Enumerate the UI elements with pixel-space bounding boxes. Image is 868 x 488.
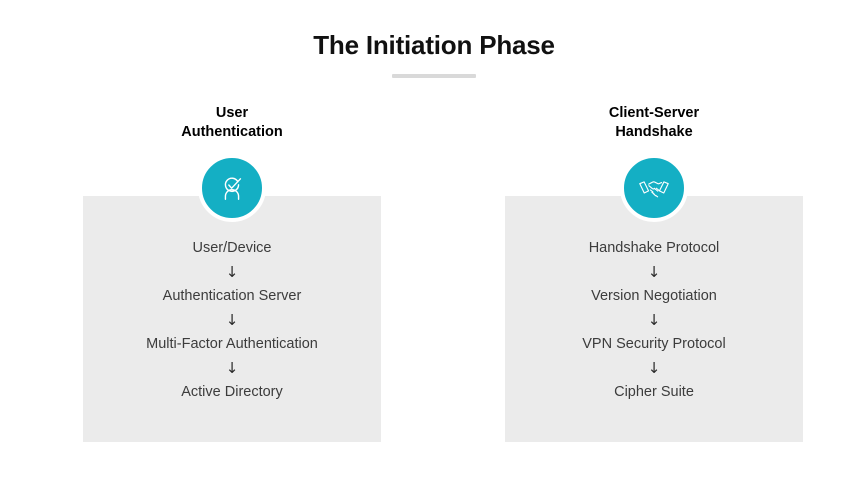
flow-step: Handshake Protocol <box>588 240 720 256</box>
down-arrow-icon: ↓ <box>647 263 661 281</box>
icon-circle-user-authentication <box>198 154 266 222</box>
column-heading-user-authentication: User Authentication <box>83 104 381 146</box>
user-check-icon <box>217 173 247 203</box>
column-heading-line2: Authentication <box>181 124 283 140</box>
down-arrow-icon: ↓ <box>225 263 239 281</box>
down-arrow-icon: ↓ <box>647 359 661 377</box>
title-underline-rule <box>392 74 476 78</box>
flow-step: Active Directory <box>181 384 283 400</box>
flow-step: Multi-Factor Authentication <box>146 336 318 352</box>
icon-circle-client-server-handshake <box>620 154 688 222</box>
title-block: The Initiation Phase <box>0 28 868 78</box>
column-heading-line1: Client-Server <box>608 105 700 121</box>
flow-step: Authentication Server <box>162 288 302 304</box>
column-user-authentication: User Authentication User/Device ↓ Authen… <box>83 104 381 442</box>
icon-wrap-user-authentication <box>83 146 381 222</box>
icon-wrap-client-server-handshake <box>505 146 803 222</box>
column-heading-line2: Handshake <box>615 124 693 140</box>
panel-user-authentication: User/Device ↓ Authentication Server ↓ Mu… <box>83 196 381 442</box>
flow-step: User/Device <box>192 240 272 256</box>
page-title: The Initiation Phase <box>313 30 555 60</box>
column-heading-client-server-handshake: Client-Server Handshake <box>505 104 803 146</box>
columns-container: User Authentication User/Device ↓ Authen… <box>0 104 868 464</box>
down-arrow-icon: ↓ <box>647 311 661 329</box>
panel-client-server-handshake: Handshake Protocol ↓ Version Negotiation… <box>505 196 803 442</box>
down-arrow-icon: ↓ <box>225 359 239 377</box>
column-heading-line1: User <box>215 105 249 121</box>
column-client-server-handshake: Client-Server Handshake <box>505 104 803 442</box>
flow-user-authentication: User/Device ↓ Authentication Server ↓ Mu… <box>83 238 381 402</box>
down-arrow-icon: ↓ <box>225 311 239 329</box>
flow-step: Cipher Suite <box>614 384 694 400</box>
handshake-icon <box>638 175 670 201</box>
flow-step: Version Negotiation <box>591 288 717 304</box>
flow-client-server-handshake: Handshake Protocol ↓ Version Negotiation… <box>505 238 803 402</box>
flow-step: VPN Security Protocol <box>582 336 726 352</box>
